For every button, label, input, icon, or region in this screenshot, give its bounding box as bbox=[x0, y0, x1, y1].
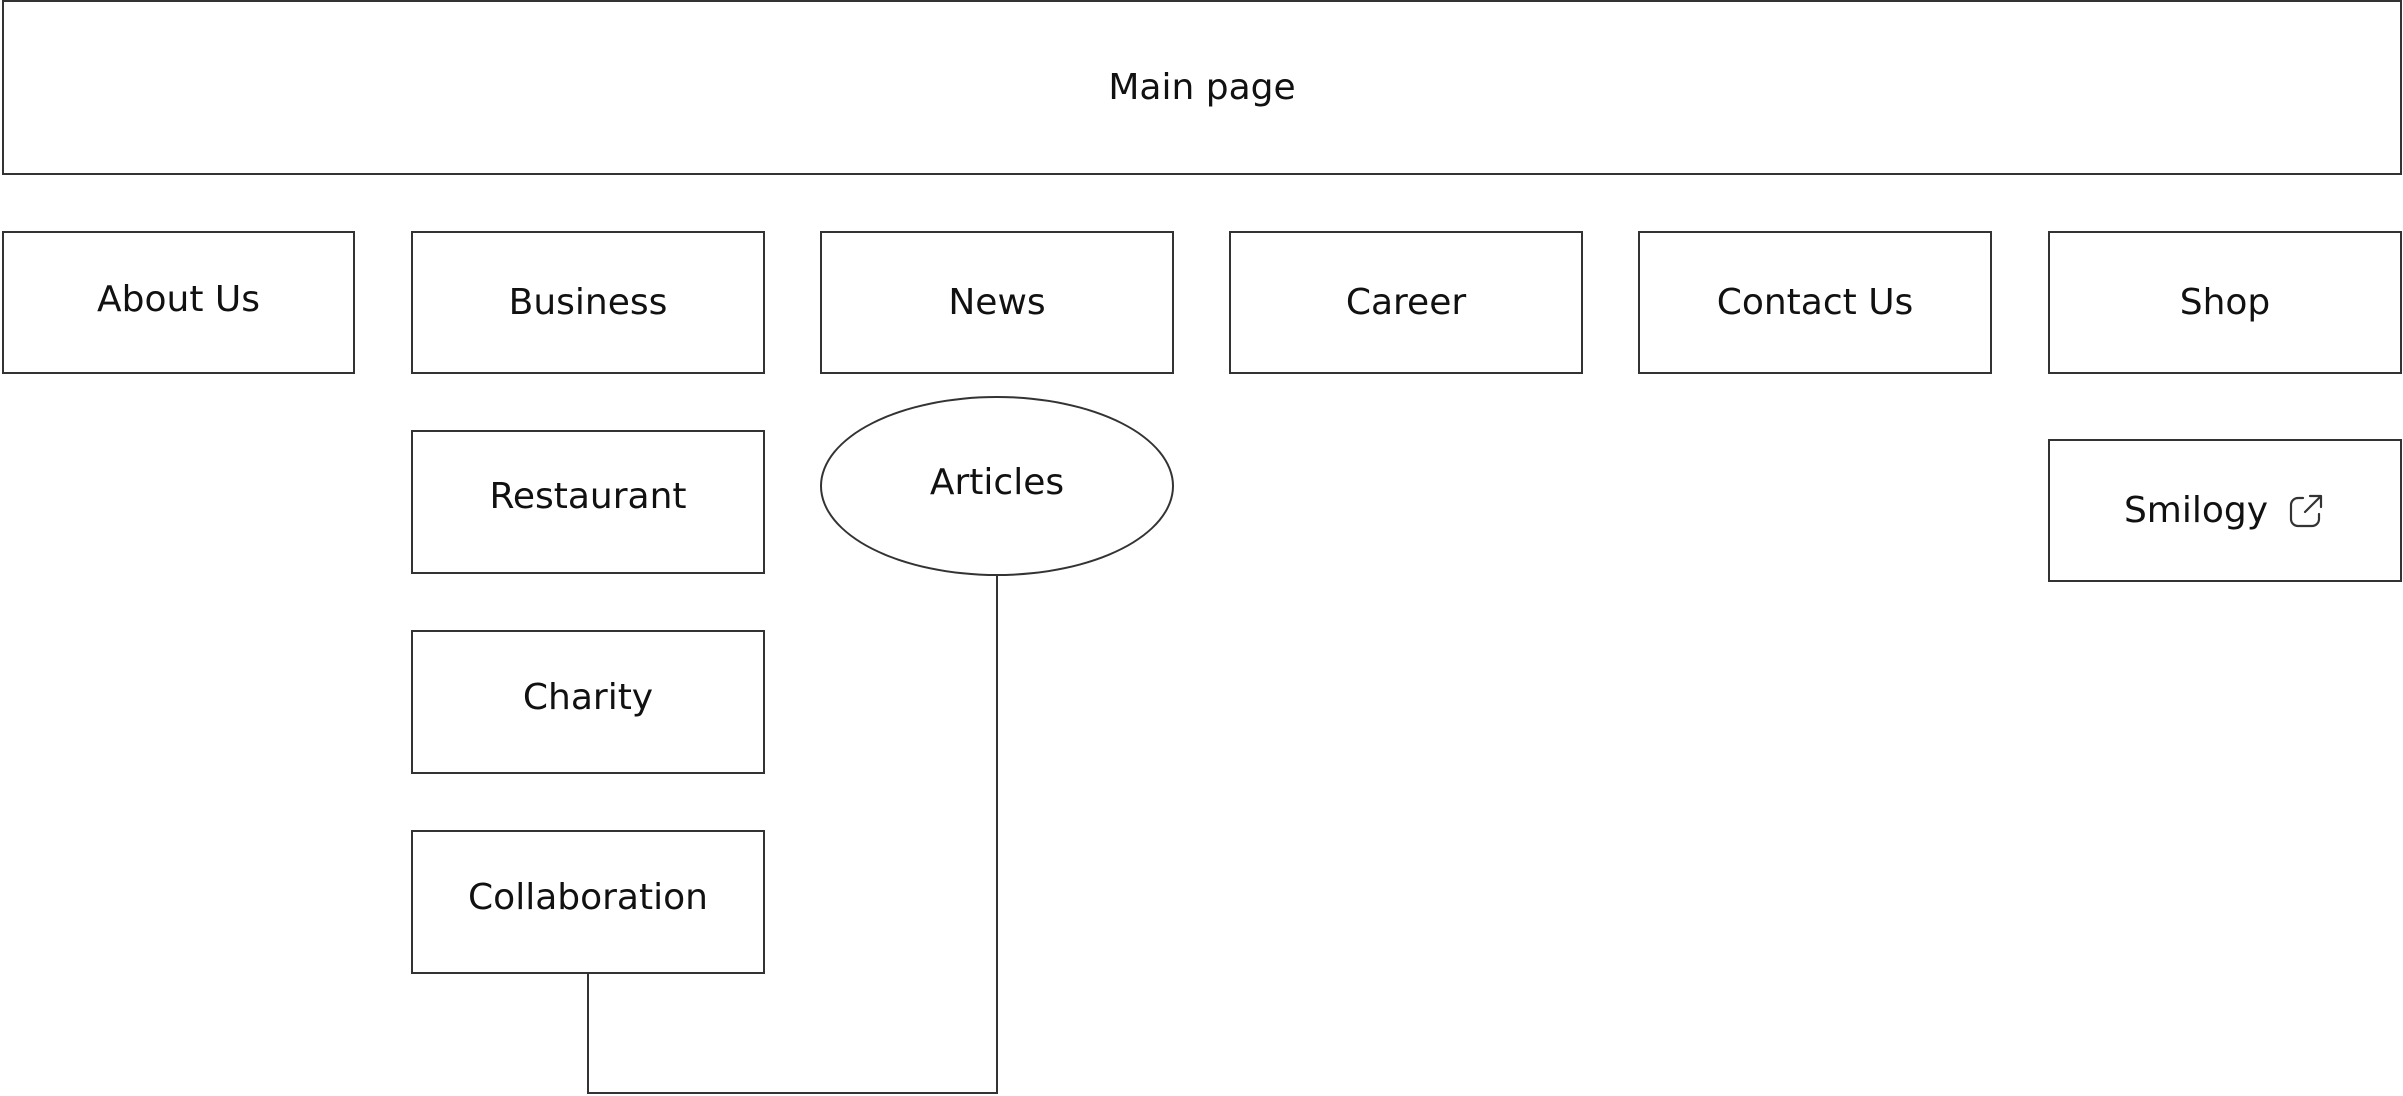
main-page-label: Main page bbox=[1108, 66, 1296, 108]
news-label: News bbox=[948, 281, 1046, 323]
articles-node[interactable]: Articles bbox=[820, 396, 1174, 576]
career-label: Career bbox=[1345, 281, 1467, 323]
news-node[interactable]: News bbox=[820, 231, 1174, 374]
restaurant-node[interactable]: Restaurant bbox=[411, 430, 765, 574]
about-us-node[interactable]: About Us bbox=[2, 231, 355, 374]
external-link-icon bbox=[2289, 494, 2323, 527]
main-page-node[interactable]: Main page bbox=[2, 0, 2402, 175]
articles-label: Articles bbox=[929, 462, 1065, 503]
charity-label: Charity bbox=[522, 677, 654, 718]
charity-node[interactable]: Charity bbox=[411, 630, 765, 774]
smilogy-label: Smilogy bbox=[2123, 489, 2269, 531]
career-node[interactable]: Career bbox=[1229, 231, 1583, 374]
contact-us-node[interactable]: Contact Us bbox=[1638, 231, 1992, 374]
smilogy-node[interactable]: Smilogy bbox=[2048, 439, 2402, 582]
shop-node[interactable]: Shop bbox=[2048, 231, 2402, 374]
collaboration-label: Collaboration bbox=[468, 877, 708, 918]
restaurant-label: Restaurant bbox=[489, 476, 687, 517]
about-us-label: About Us bbox=[97, 278, 260, 320]
collaboration-node[interactable]: Collaboration bbox=[411, 830, 765, 974]
contact-us-label: Contact Us bbox=[1716, 281, 1914, 323]
shop-label: Shop bbox=[2179, 281, 2271, 323]
business-label: Business bbox=[508, 281, 668, 323]
business-node[interactable]: Business bbox=[411, 231, 765, 374]
